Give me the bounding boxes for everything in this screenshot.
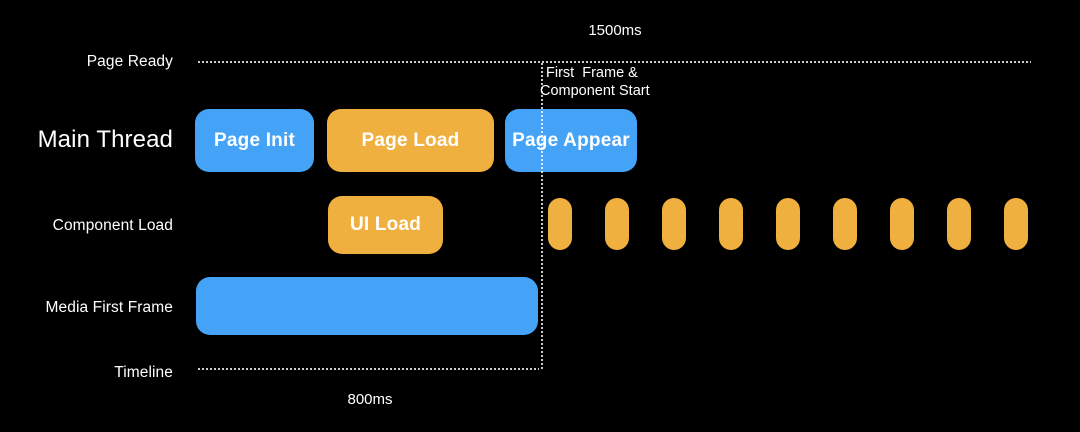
component-load-pill[interactable] bbox=[1004, 198, 1028, 250]
row-label-component-load: Component Load bbox=[52, 217, 173, 234]
row-label-main-thread: Main Thread bbox=[37, 126, 173, 153]
component-load-pill[interactable] bbox=[605, 198, 629, 250]
row-label-page-ready: Page Ready bbox=[86, 53, 173, 70]
bar-media-first-frame[interactable] bbox=[196, 277, 538, 335]
page-ready-guide-line bbox=[197, 61, 1031, 63]
component-load-pill[interactable] bbox=[719, 198, 743, 250]
row-label-media-first-frame: Media First Frame bbox=[45, 299, 173, 316]
bar-page-init[interactable]: Page Init bbox=[195, 109, 314, 172]
bar-page-appear[interactable]: Page Appear bbox=[505, 109, 637, 172]
component-load-pill[interactable] bbox=[833, 198, 857, 250]
tick-label-1500ms: 1500ms bbox=[588, 22, 642, 39]
component-load-pill[interactable] bbox=[947, 198, 971, 250]
bar-page-load[interactable]: Page Load bbox=[327, 109, 494, 172]
first-frame-marker-line bbox=[541, 62, 543, 370]
component-load-pill[interactable] bbox=[548, 198, 572, 250]
tick-label-800ms: 800ms bbox=[347, 391, 393, 408]
component-load-pill[interactable] bbox=[890, 198, 914, 250]
timeline-guide-line bbox=[197, 368, 539, 370]
component-load-pill[interactable] bbox=[662, 198, 686, 250]
first-frame-annotation-line1: First Frame & bbox=[546, 65, 638, 81]
row-label-timeline: Timeline bbox=[114, 364, 173, 381]
component-load-pill[interactable] bbox=[776, 198, 800, 250]
first-frame-annotation-line2: Component Start bbox=[540, 83, 650, 99]
bar-ui-load[interactable]: UI Load bbox=[328, 196, 443, 254]
